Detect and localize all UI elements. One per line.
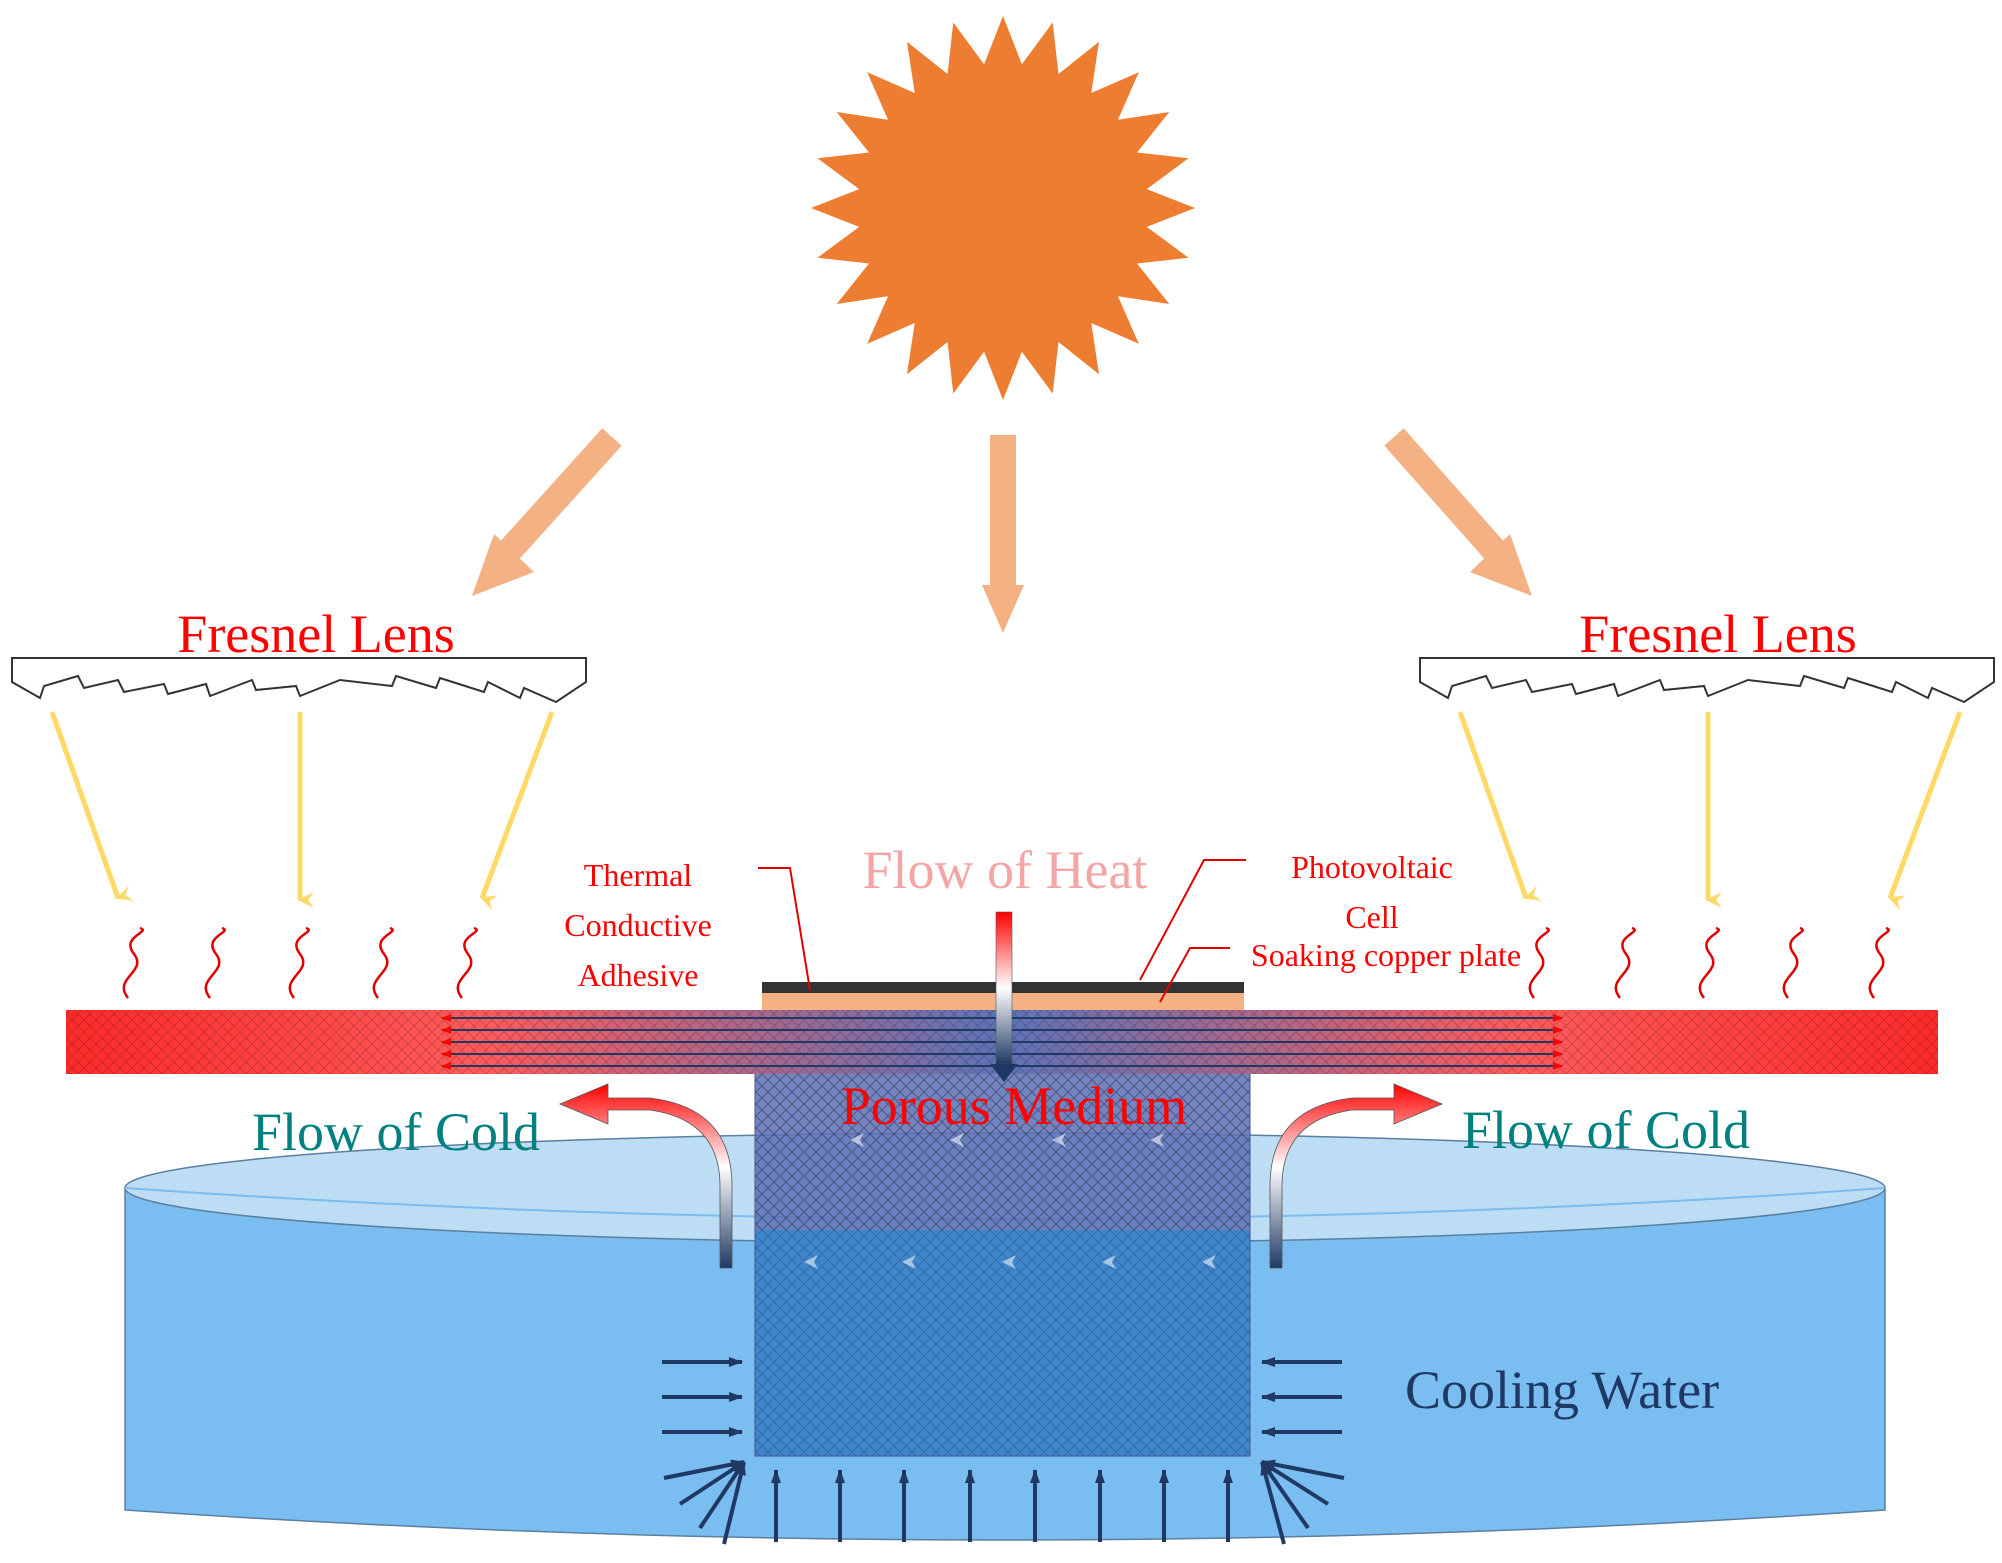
photovoltaic-cell-label-line2: Cell — [1345, 899, 1398, 935]
heat-wave-icon — [372, 926, 394, 999]
label-leader-lines — [758, 859, 1246, 1003]
heat-wave-icon — [456, 926, 478, 999]
water-inflow-arrows — [662, 1357, 1345, 1545]
thermal-adhesive-label-line2: Conductive — [564, 907, 712, 943]
plate-heat-flow-arrows — [441, 1014, 1563, 1070]
inflow-arrow-corner-left — [722, 1461, 746, 1545]
focused-rays-right — [1457, 711, 1963, 911]
heat-wave-icon — [1698, 926, 1720, 999]
sun-ray-right — [1384, 428, 1532, 596]
porous-medium-label: Porous Medium — [841, 1076, 1188, 1136]
flow-of-cold-left-label: Flow of Cold — [252, 1102, 540, 1162]
soaking-copper-plate-label: Soaking copper plate — [1251, 937, 1521, 973]
sun-ray-center — [982, 435, 1024, 633]
focused-rays-left — [49, 711, 555, 911]
fresnel-lens-right-label: Fresnel Lens — [1579, 604, 1856, 664]
thermal-adhesive-label-line3: Adhesive — [578, 957, 699, 993]
heat-wave-icon — [1782, 926, 1804, 999]
heat-wave-icon — [288, 926, 310, 999]
heat-wave-icon — [1528, 926, 1550, 999]
fresnel-lens-left — [11, 657, 587, 704]
flow-of-heat-label: Flow of Heat — [863, 840, 1148, 900]
fresnel-lens-left-label: Fresnel Lens — [177, 604, 454, 664]
sun-icon — [811, 16, 1195, 400]
sun-ray-left — [472, 428, 622, 596]
heat-wave-icon — [1614, 926, 1636, 999]
thermal-adhesive-label-line1: Thermal — [584, 857, 693, 893]
fresnel-lens-right — [1419, 657, 1995, 704]
flow-of-cold-arrow-right — [1269, 1083, 1444, 1269]
flow-of-cold-right-label: Flow of Cold — [1462, 1100, 1750, 1160]
photovoltaic-cell-label-line1: Photovoltaic — [1291, 849, 1453, 885]
heat-wave-icon — [204, 926, 226, 999]
inflow-arrow-corner-right — [1261, 1459, 1345, 1480]
heat-wave-icon — [122, 926, 144, 999]
flow-of-heat-arrow — [990, 911, 1018, 1082]
cooling-water-label: Cooling Water — [1405, 1360, 1719, 1420]
inflow-arrow-corner-right — [1260, 1461, 1286, 1545]
porous-flow-arrows — [803, 1133, 1216, 1400]
heat-wave-icons — [122, 926, 1890, 999]
flow-of-cold-arrow-left — [558, 1083, 733, 1269]
heat-wave-icon — [1868, 926, 1890, 999]
